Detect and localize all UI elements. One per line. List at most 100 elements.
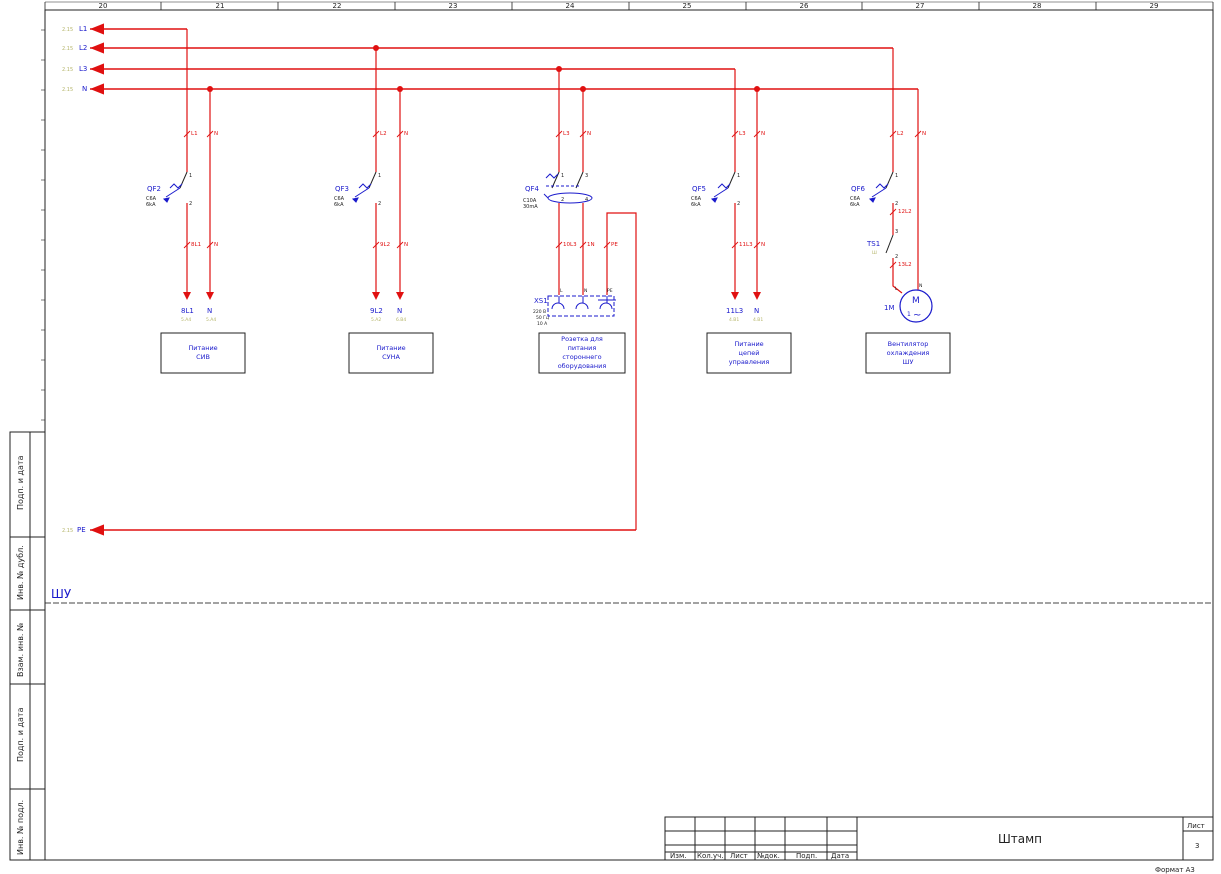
breaker-breaking: 6kA xyxy=(850,202,860,208)
wire-label: L3 xyxy=(739,131,746,137)
section-label: ШУ xyxy=(51,587,72,601)
output-arrows xyxy=(183,292,761,300)
branch-wires xyxy=(186,29,919,530)
wire-label: L1 xyxy=(191,131,198,137)
side-stamp-label: Подп. и дата xyxy=(16,455,25,510)
output-ref: 5.А4 xyxy=(181,317,191,323)
terminal-number: 2 xyxy=(378,201,381,207)
breaker-rating: C6A xyxy=(146,196,157,202)
wire-label: N xyxy=(587,131,591,137)
breaker-qf2 xyxy=(162,171,188,203)
load-label: Питание xyxy=(734,340,763,348)
column-number: 29 xyxy=(1150,2,1159,10)
wire-markers xyxy=(183,130,922,269)
terminal-numbers: 1 2 1 2 1 2 3 4 1 2 1 2 3 2 xyxy=(189,173,898,260)
load-label: Питание xyxy=(188,344,217,352)
load-label: Розетка для xyxy=(561,335,603,343)
column-number: 26 xyxy=(800,2,809,10)
wire-label: N xyxy=(404,131,408,137)
terminal-number: 2 xyxy=(895,201,898,207)
output-ref: 4.В1 xyxy=(753,317,763,323)
side-stamp-labels: Подп. и дата Инв. № дубл. Взам. инв. № П… xyxy=(16,455,25,855)
wire-labels: L1 N 8L1 N L2 N 9L2 N L3 N 10L3 1N PE L3… xyxy=(191,131,926,268)
load-label: Вентилятор xyxy=(888,340,929,348)
breaker-name: QF3 xyxy=(335,185,349,193)
breaker-rating: C6A xyxy=(850,196,861,202)
bus-name: L1 xyxy=(79,25,87,33)
socket-xs1: XS1 220 В 50 Гц 10 А L N PE xyxy=(533,288,616,327)
breaker-name: QF4 xyxy=(525,185,540,193)
wire-label: 11L3 xyxy=(739,242,753,248)
title-header: Изм. xyxy=(670,852,686,860)
sheet-label: Лист xyxy=(1187,822,1205,830)
terminal-number: 3 xyxy=(585,173,588,179)
side-stamp-label: Инв. № дубл. xyxy=(16,545,25,600)
column-numbers: 20 21 22 23 24 25 26 27 28 29 xyxy=(99,2,1159,10)
output-name: 8L1 xyxy=(181,307,194,315)
wire-label: 8L1 xyxy=(191,242,201,248)
column-number: 27 xyxy=(916,2,925,10)
output-ref: 4.В1 xyxy=(729,317,739,323)
thermo-switch-ts1 xyxy=(885,234,894,254)
wire-label: PE xyxy=(611,242,618,248)
wire-label: 1N xyxy=(587,242,595,248)
load-label: цепей xyxy=(739,349,760,357)
switch-note: Ш xyxy=(872,250,877,256)
breaker-name: QF5 xyxy=(692,185,706,193)
title-block xyxy=(664,816,1214,861)
socket-pin: N xyxy=(584,288,587,294)
breaker-qf4 xyxy=(543,171,593,204)
bus-labels: 2.15 L1 2.15 L2 2.15 L3 2.15 N 2.15 PE xyxy=(62,25,87,534)
load-labels: Питание СИВ Питание СУНА Розетка для пит… xyxy=(188,335,929,370)
column-number: 24 xyxy=(566,2,575,10)
breaker-qf3 xyxy=(351,171,377,203)
bus-ref: 2.15 xyxy=(62,46,73,52)
sheet-number: 3 xyxy=(1195,842,1199,850)
socket-name: XS1 xyxy=(534,297,548,305)
terminal-number: 4 xyxy=(585,197,588,203)
wire-label: N xyxy=(214,242,218,248)
side-stamp-label: Подп. и дата xyxy=(16,707,25,762)
socket-voltage: 220 В xyxy=(533,309,546,315)
terminal-number: 2 xyxy=(895,254,898,260)
title-stamp: Штамп xyxy=(998,832,1042,846)
terminal-number: 2 xyxy=(561,197,564,203)
wire-label: N xyxy=(404,242,408,248)
terminal-number: 3 xyxy=(895,229,898,235)
output-ref: 5.А2 xyxy=(371,317,381,323)
motor-pin: L xyxy=(895,286,898,292)
wire-label: 13L2 xyxy=(898,262,912,268)
wire-label: 12L2 xyxy=(898,209,912,215)
motor-pin: N xyxy=(919,283,922,289)
bus-ref: 2.15 xyxy=(62,528,73,534)
column-number: 28 xyxy=(1033,2,1042,10)
breaker-rating: C6A xyxy=(334,196,345,202)
terminal-number: 1 xyxy=(189,173,192,179)
breaker-breaking: 6kA xyxy=(146,202,156,208)
motor-tilde: ~ xyxy=(913,310,921,321)
bus-name: L2 xyxy=(79,44,87,52)
terminal-number: 1 xyxy=(378,173,381,179)
bus-name: N xyxy=(82,85,87,93)
column-number: 22 xyxy=(333,2,342,10)
title-header: Подп. xyxy=(796,852,817,860)
column-number: 25 xyxy=(683,2,692,10)
wire-label: N xyxy=(761,131,765,137)
bus-name: L3 xyxy=(79,65,87,73)
output-name: 11L3 xyxy=(726,307,743,315)
load-label: ШУ xyxy=(903,358,914,366)
title-header: Лист xyxy=(730,852,748,860)
load-label: Питание xyxy=(376,344,405,352)
output-name: 9L2 xyxy=(370,307,383,315)
load-label: СИВ xyxy=(196,353,210,361)
output-name: N xyxy=(754,307,759,315)
title-block-labels: Изм. Кол.уч. Лист №док. Подп. Дата Штамп… xyxy=(670,822,1205,874)
load-label: оборудования xyxy=(558,362,607,370)
load-label: охлаждения xyxy=(887,349,930,357)
wire-label: 9L2 xyxy=(380,242,390,248)
breaker-symbols xyxy=(162,171,894,254)
wire-label: L2 xyxy=(380,131,387,137)
title-header: Кол.уч. xyxy=(697,852,723,860)
title-header: №док. xyxy=(757,852,780,860)
load-label: СУНА xyxy=(382,353,400,361)
